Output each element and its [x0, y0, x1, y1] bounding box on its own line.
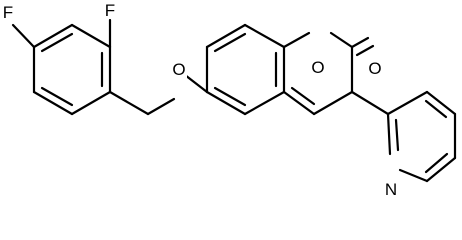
- bond: [243, 90, 286, 116]
- molecule-canvas: F F O O O N: [1, 1, 457, 199]
- bond-carbonyl: [350, 36, 370, 49]
- coumarin-pyranone-ring: [282, 31, 354, 116]
- bond-double-inner: [394, 118, 400, 152]
- fluorine-label: F: [105, 1, 115, 20]
- bond-to-ether-oxygen: [146, 97, 176, 116]
- atom-fluorine-left: F: [1, 3, 15, 22]
- bond: [312, 90, 354, 116]
- bond: [70, 90, 112, 116]
- bond-to-ring-oxygen: [282, 31, 311, 49]
- bond: [205, 90, 247, 116]
- bond: [205, 23, 247, 49]
- atom-pyridine-nitrogen: N: [383, 180, 399, 199]
- bond-from-ring-oxygen: [329, 31, 354, 49]
- fluorine-label: F: [3, 3, 13, 22]
- bond-double-inner: [424, 99, 448, 119]
- atom-carbonyl-oxygen: O: [367, 59, 383, 78]
- chemical-structure-diagram: F F O O O N: [1, 1, 457, 199]
- bond-carbonyl-double: [355, 44, 375, 57]
- bond: [425, 156, 457, 183]
- bond: [282, 90, 316, 116]
- bond-to-nitrogen: [398, 168, 429, 183]
- bond: [243, 23, 286, 49]
- atom-ring-oxygen: O: [310, 58, 326, 77]
- atom-ether-oxygen: O: [171, 60, 187, 79]
- bond-benzyl: [108, 90, 150, 116]
- bond-to-pyridine: [350, 90, 390, 116]
- bond: [425, 90, 457, 116]
- bond-from-nitrogen: [386, 112, 392, 156]
- nitrogen-label: N: [385, 180, 397, 199]
- bond: [32, 23, 74, 49]
- bond-double-inner: [40, 32, 74, 53]
- oxygen-label: O: [311, 58, 324, 77]
- atom-fluorine-top: F: [103, 1, 117, 20]
- bond: [32, 90, 74, 116]
- oxygen-label: O: [368, 59, 381, 78]
- bond-double-inner: [213, 32, 247, 53]
- bond-double-inner: [40, 86, 74, 107]
- bond-to-fluorine: [11, 23, 36, 49]
- bond: [70, 23, 112, 49]
- bond: [386, 90, 429, 116]
- bond-double-inner: [290, 86, 316, 106]
- bond-from-ether-oxygen: [183, 73, 209, 94]
- bond-double-inner: [424, 152, 449, 174]
- bond-double-inner: [213, 86, 247, 107]
- difluorophenyl-ring: [32, 23, 112, 116]
- pyridine-ring: [386, 90, 457, 183]
- coumarin-benzo-ring: [205, 23, 286, 116]
- oxygen-label: O: [172, 60, 185, 79]
